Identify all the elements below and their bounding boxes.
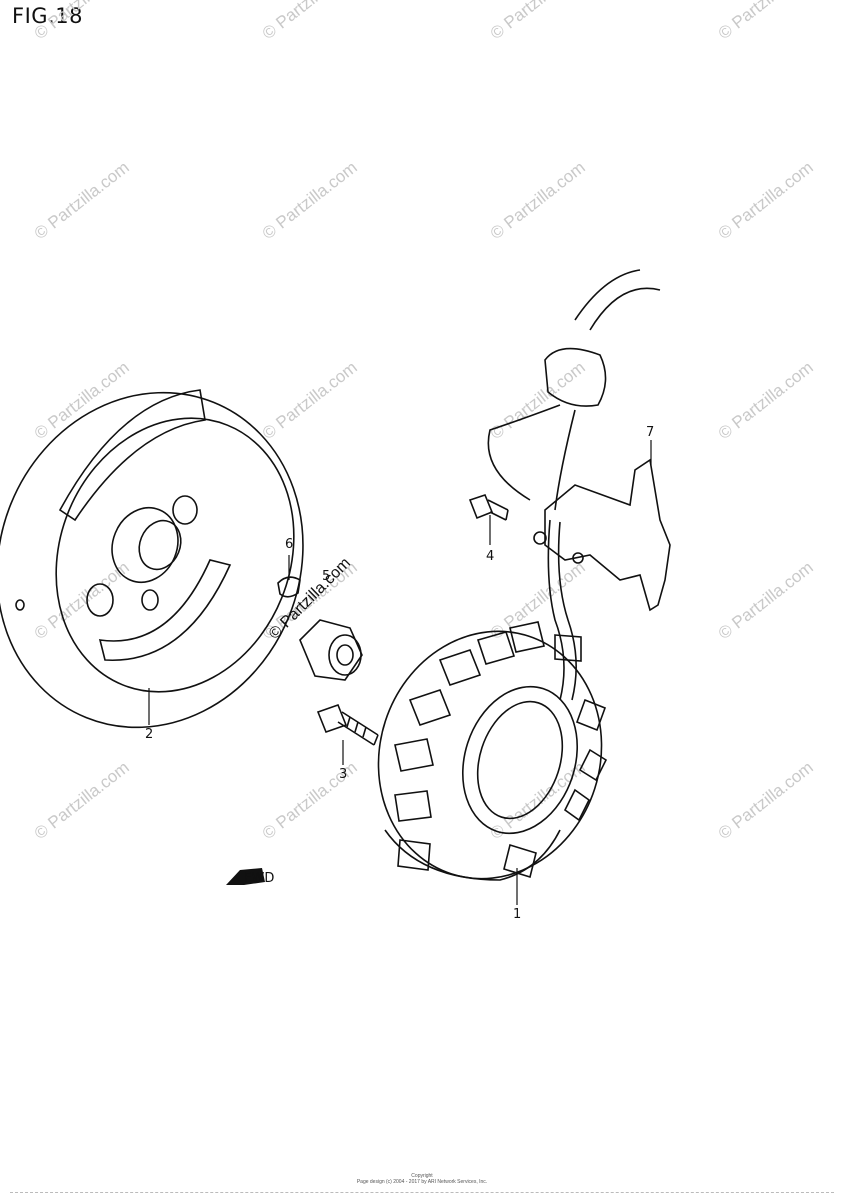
watermark-tile: © Partzilla.com <box>259 358 361 444</box>
rotor-drawing <box>0 389 304 729</box>
part-label-4: 4 <box>486 549 494 564</box>
watermark-tile: © Partzilla.com <box>715 358 817 444</box>
footer: Copyright Page design (c) 2004 - 2017 by… <box>0 1173 844 1185</box>
bottom-divider <box>10 1192 834 1193</box>
watermark-tile: © Partzilla.com <box>715 558 817 644</box>
watermark-tile: © Partzilla.com <box>487 0 589 43</box>
wire-harness-drawing <box>487 269 661 701</box>
part-label-1: 1 <box>513 907 521 922</box>
forward-arrow: FWD <box>226 868 274 886</box>
watermark-tile: © Partzilla.com <box>715 758 817 844</box>
screw-drawing <box>468 494 509 521</box>
watermark-tile: © Partzilla.com <box>715 0 817 43</box>
part-label-3: 3 <box>339 767 347 782</box>
figure-title: FIG.18 <box>12 4 83 28</box>
stator-drawing <box>377 621 608 881</box>
key-drawing <box>277 576 301 598</box>
clamp-drawing <box>533 458 671 612</box>
part-label-5: 5 <box>322 569 330 584</box>
footer-copyright: Copyright <box>411 1173 433 1179</box>
watermark-tile: © Partzilla.com <box>487 558 589 644</box>
forward-arrow-label: FWD <box>244 871 274 886</box>
watermark-tile: © Partzilla.com <box>31 758 133 844</box>
part-labels: 1 2 3 4 5 6 7 <box>145 425 654 922</box>
watermark-tile: © Partzilla.com <box>715 158 817 244</box>
part-label-2: 2 <box>145 727 153 742</box>
leader-lines <box>148 440 652 905</box>
nut-drawing <box>299 619 363 681</box>
footer-credit: Page design (c) 2004 - 2017 by ARI Netwo… <box>356 1179 488 1185</box>
watermark-tile: © Partzilla.com <box>259 0 361 43</box>
watermark-tile: © Partzilla.com <box>31 158 133 244</box>
watermark-tile: © Partzilla.com <box>487 158 589 244</box>
part-label-7: 7 <box>646 425 654 440</box>
bolt-drawing <box>316 703 379 746</box>
watermark-tile: © Partzilla.com <box>31 0 133 43</box>
watermark-tile: © Partzilla.com <box>259 158 361 244</box>
part-label-6: 6 <box>285 537 293 552</box>
watermark-tile: © Partzilla.com <box>487 358 589 444</box>
